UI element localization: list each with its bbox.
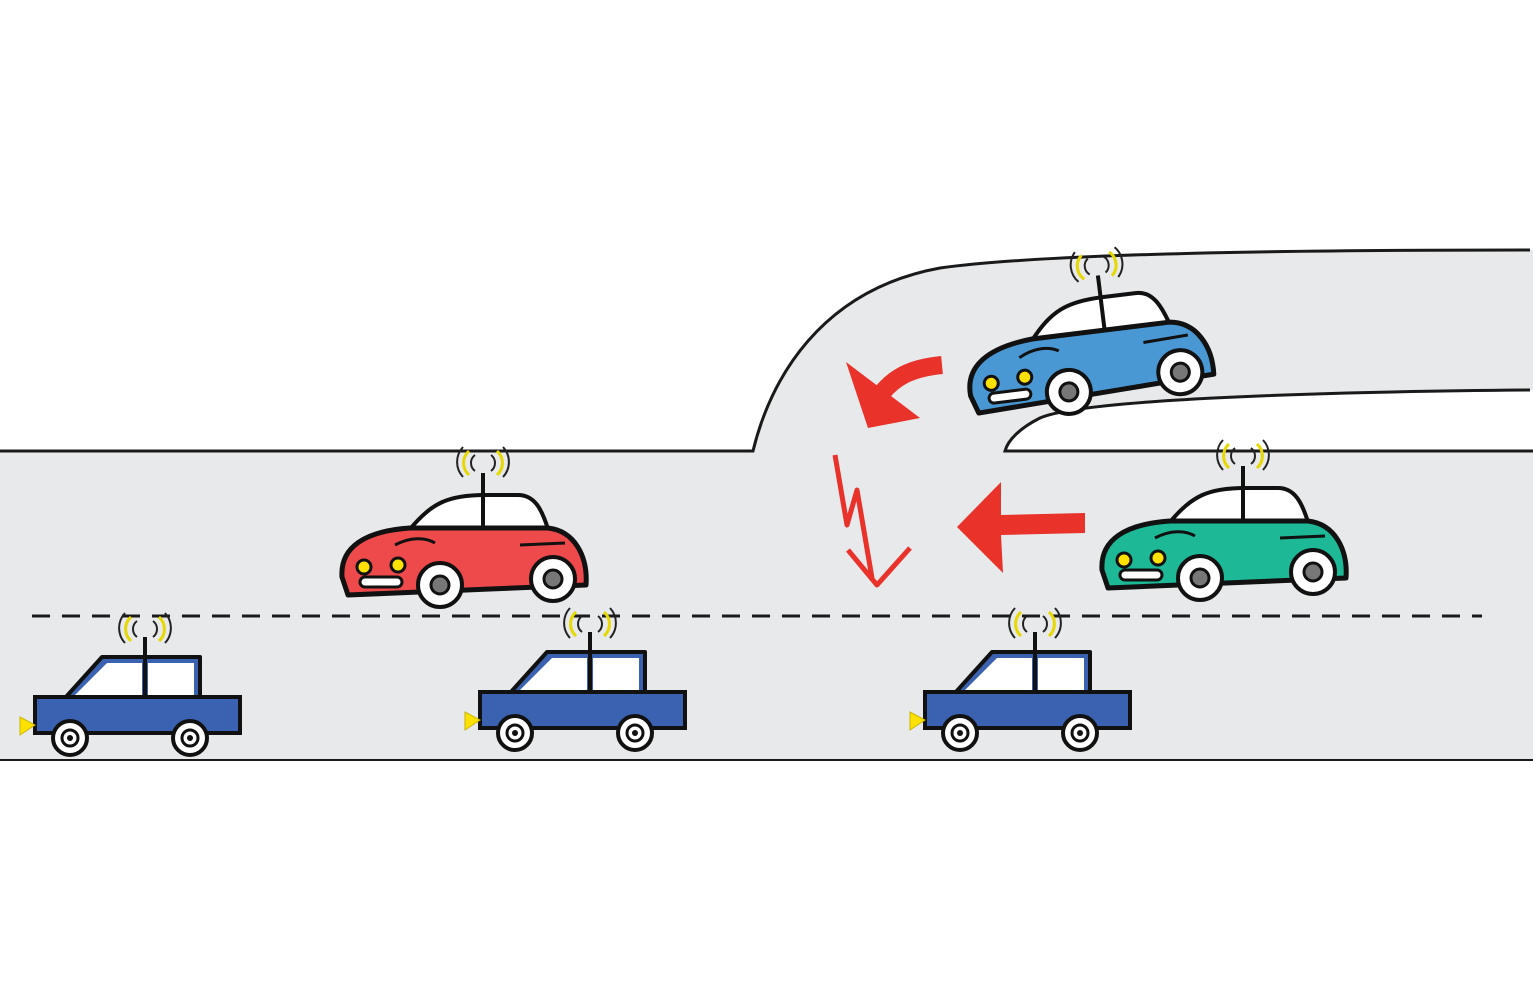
left-arrow-icon: [957, 482, 1085, 573]
curved-arrow-icon: [846, 356, 944, 428]
road-edge-top: [0, 248, 1531, 453]
red-connected-car: [339, 447, 589, 609]
green-connected-car: [1099, 440, 1349, 602]
ramp-edge-lower: [1003, 388, 1533, 453]
merging-blue-connected-car: [967, 237, 1217, 416]
zigzag-arrow-icon: [832, 454, 912, 588]
